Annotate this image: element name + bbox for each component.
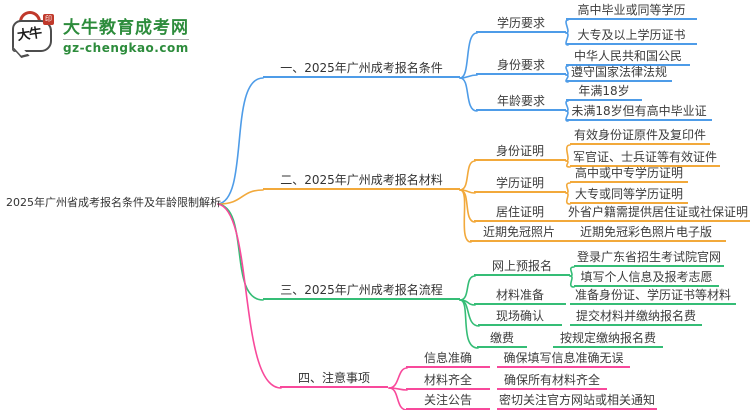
leaf-highschool-grad: 高中毕业或同等学历 (566, 2, 697, 20)
curve-b1-edu (459, 32, 478, 79)
branch4-title: 四、注意事项 (280, 370, 388, 388)
curve-prereg-leaf2 (569, 275, 575, 288)
site-logo: 大牛 印 大牛教育成考网 gz-chengkao.com (10, 11, 189, 57)
leaf-follow-official-site: 密切关注官方网站或相关通知 (497, 392, 657, 410)
branch3-title: 三、2025年广州成考报名流程 (263, 282, 460, 300)
logo-red-seal: 印 (43, 14, 54, 25)
logo-speech-bubble (12, 20, 52, 52)
leaf-under18-diploma: 未满18岁但有高中毕业证 (566, 103, 712, 121)
branch2-identity-proof: 身份证明 (474, 143, 566, 161)
leaf-college-proof: 大专或同等学历证明 (570, 186, 688, 204)
leaf-highschool-proof: 高中或中专学历证明 (570, 165, 688, 183)
branch1-identity-requirement: 身份要求 (476, 57, 566, 75)
leaf-photo-digital: 近期免冠彩色照片电子版 (566, 224, 726, 242)
leaf-ensure-materials: 确保所有材料齐全 (497, 372, 607, 390)
branch4-materials-complete: 材料齐全 (406, 372, 490, 390)
curve-root-branch1 (217, 77, 264, 205)
curve-b4-announce (388, 387, 408, 410)
curve-b3-payment (459, 299, 479, 349)
leaf-submit-pay: 提交材料并缴纳报名费 (570, 308, 702, 326)
branch2-education-proof: 学历证明 (474, 175, 566, 193)
leaf-id-card-copy: 有效身份证原件及复印件 (570, 127, 710, 145)
branch1-age-requirement: 年龄要求 (476, 93, 566, 111)
leaf-college-cert: 大专及以上学历证书 (566, 27, 697, 45)
curve-root-branch2 (217, 189, 264, 205)
curve-b1-age (459, 77, 478, 112)
curve-b2-photo (459, 189, 472, 243)
curve-b3-prereg (459, 275, 476, 301)
leaf-prc-citizen: 中华人民共和国公民 (566, 48, 690, 66)
leaf-prepare-materials: 准备身份证、学历证书等材料 (570, 287, 736, 305)
mindmap-root-title: 2025年广州省成考报名条件及年龄限制解析 (6, 196, 221, 209)
leaf-pay-fee: 按规定缴纳报名费 (553, 330, 663, 348)
branch1-title: 一、2025年广州成考报名条件 (263, 60, 460, 78)
leaf-age-18: 年满18岁 (566, 83, 642, 101)
branch4-info-accuracy: 信息准确 (406, 350, 490, 368)
curve-b4-info (388, 367, 408, 389)
branch2-title: 二、2025年广州成考报名材料 (263, 172, 460, 190)
curve-root-branch4 (217, 203, 282, 389)
leaf-fill-info: 填写个人信息及报考志愿 (574, 269, 719, 287)
leaf-obey-law: 遵守国家法律法规 (566, 64, 672, 82)
branch1-edu-requirement: 学历要求 (476, 15, 566, 33)
curve-eduproof-leaf2 (565, 192, 571, 205)
leaf-login-website: 登录广东省招生考试院官网 (574, 249, 724, 267)
branch3-payment: 缴费 (477, 330, 527, 348)
branch3-online-prereg: 网上预报名 (474, 258, 570, 276)
branch2-residence-proof: 居住证明 (474, 204, 566, 222)
daniu-bubble-logo-icon: 大牛 印 (10, 11, 56, 57)
curve-b2-residence (459, 189, 476, 223)
branch3-material-prep: 材料准备 (474, 287, 566, 305)
leaf-military-id: 军官证、士兵证等有效证件 (570, 149, 720, 167)
curve-idproof-leaf2 (565, 160, 571, 168)
logo-text-block: 大牛教育成考网 gz-chengkao.com (63, 13, 189, 55)
curve-b2-idproof (459, 160, 476, 191)
branch2-recent-photo: 近期免冠照片 (470, 224, 568, 242)
logo-site-url: gz-chengkao.com (63, 39, 189, 55)
leaf-ensure-info-accurate: 确保填写信息准确无误 (497, 350, 630, 368)
branch4-follow-announcements: 关注公告 (406, 392, 490, 410)
logo-site-name: 大牛教育成考网 (63, 18, 189, 38)
leaf-residence-permit: 外省户籍需提供居住证或社保证明 (566, 204, 750, 222)
logo-red-arc (19, 11, 41, 22)
branch3-onsite-confirm: 现场确认 (478, 308, 562, 326)
